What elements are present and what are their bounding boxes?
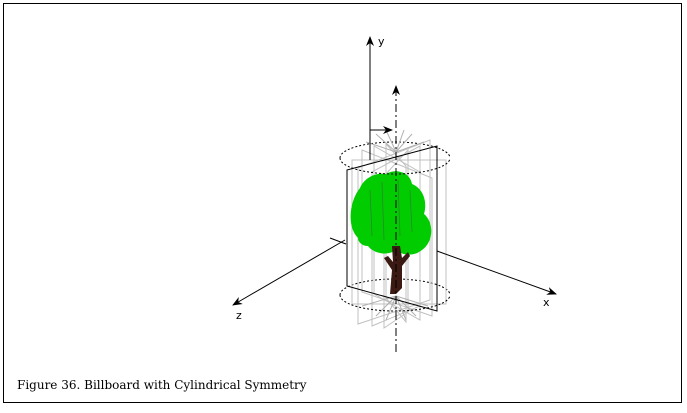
cylinder-top-ellipse-back: [339, 141, 451, 159]
billboard-fan-lines: [361, 129, 429, 321]
cylinder-bottom-ellipse-front: [339, 294, 451, 312]
x-axis: [436, 250, 557, 295]
z-axis-label: z: [236, 309, 242, 322]
cylinder-top-ellipse-front: [339, 157, 451, 175]
cylinder-bottom-ellipse-back: [339, 278, 451, 296]
tree-foliage: [350, 171, 432, 255]
y-axis-label: y: [378, 35, 385, 48]
tree-icon: [350, 171, 432, 294]
z-axis: [232, 239, 346, 306]
x-axis-left-segment: [329, 237, 347, 245]
figure-frame: [3, 3, 682, 403]
x-axis-label: x: [543, 296, 550, 309]
billboard-quad: [346, 145, 438, 312]
tree-trunk: [384, 246, 410, 294]
figure-caption: Figure 36. Billboard with Cylindrical Sy…: [17, 378, 307, 392]
